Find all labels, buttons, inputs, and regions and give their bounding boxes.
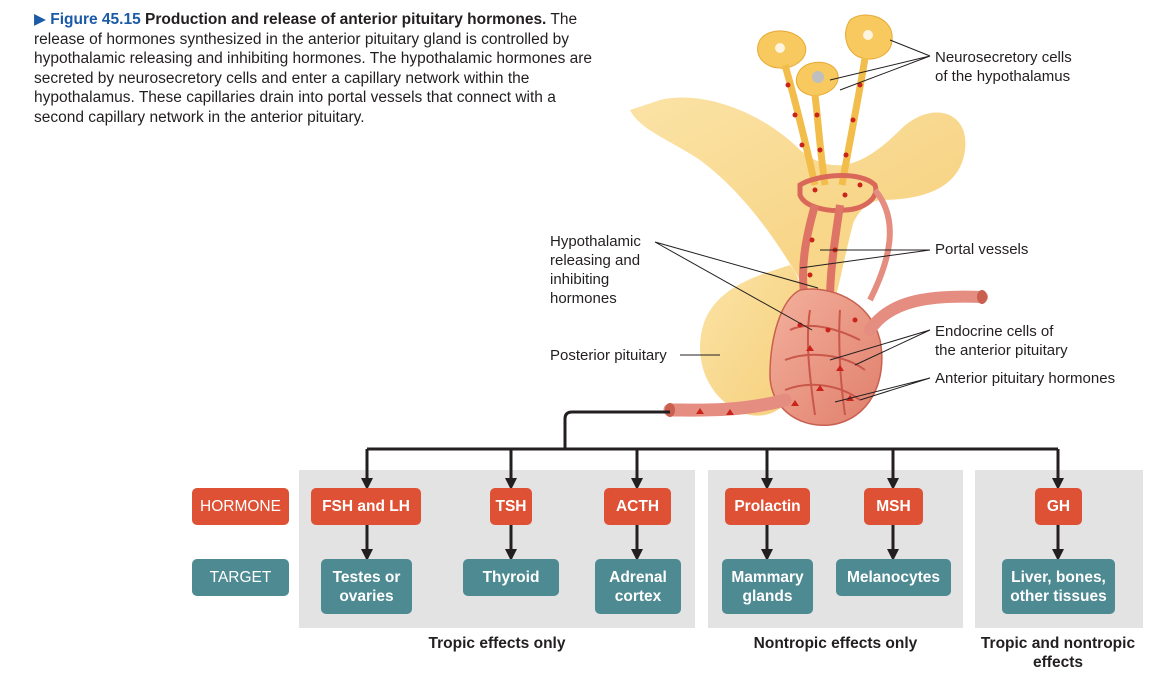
hormone-gh: GH xyxy=(1035,488,1082,525)
arrowheads xyxy=(361,478,1064,561)
target-thyroid: Thyroid xyxy=(463,559,559,596)
label-neurosecretory-cells: Neurosecretory cells of the hypothalamus xyxy=(935,49,1072,85)
outflow-vessel-end xyxy=(665,403,675,417)
caption-body: The release of hormones synthesized in t… xyxy=(34,11,593,126)
caption-marker: ▶ xyxy=(34,11,46,28)
figure-title: Production and release of anterior pitui… xyxy=(145,11,547,28)
target-adrenal-cortex: Adrenal cortex xyxy=(595,559,681,614)
effect-nontropic: Nontropic effects only xyxy=(753,635,918,652)
target-melanocytes: Melanocytes xyxy=(836,559,951,596)
target-liver-bones-tissues: Liver, bones, other tissues xyxy=(1002,559,1115,614)
leader-portal xyxy=(799,249,931,269)
figure-number: Figure 45.15 xyxy=(50,11,141,28)
key-hormone: HORMONE xyxy=(192,488,289,525)
effect-both: Tropic and nontropic effects xyxy=(980,635,1136,671)
key-target: TARGET xyxy=(192,559,289,596)
leader-endocrine xyxy=(829,329,931,366)
distribution-arrows xyxy=(365,410,1060,551)
anterior-pituitary-lobe xyxy=(769,288,883,426)
hormone-msh: MSH xyxy=(864,488,923,525)
hormone-fsh-lh: FSH and LH xyxy=(311,488,421,525)
anterior-capillary-network xyxy=(784,309,866,416)
hormone-prolactin: Prolactin xyxy=(725,488,810,525)
label-posterior-pituitary: Posterior pituitary xyxy=(550,347,667,364)
leader-neurosecretory xyxy=(829,39,931,91)
label-endocrine-cells: Endocrine cells of the anterior pituitar… xyxy=(935,323,1068,359)
figure-caption: ▶ Figure 45.15 Production and release of… xyxy=(34,10,609,127)
leader-anterior-hormones xyxy=(834,377,931,403)
effect-tropic: Tropic effects only xyxy=(428,635,566,652)
inflow-artery xyxy=(864,290,988,336)
anterior-hormone-triangles xyxy=(696,345,854,415)
label-hypothalamic-hormones: Hypothalamic releasing and inhibiting ho… xyxy=(550,233,641,307)
label-portal-vessels: Portal vessels xyxy=(935,241,1029,258)
artery-top xyxy=(867,188,893,302)
leader-hypothalamic xyxy=(654,241,819,331)
hormone-acth: ACTH xyxy=(604,488,671,525)
hormone-tsh: TSH xyxy=(490,488,532,525)
label-anterior-hormones: Anterior pituitary hormones xyxy=(935,370,1116,387)
target-mammary-glands: Mammary glands xyxy=(722,559,813,614)
inflow-artery-end xyxy=(977,290,987,304)
target-testes-ovaries: Testes or ovaries xyxy=(321,559,412,614)
outflow-vessel xyxy=(663,393,792,417)
